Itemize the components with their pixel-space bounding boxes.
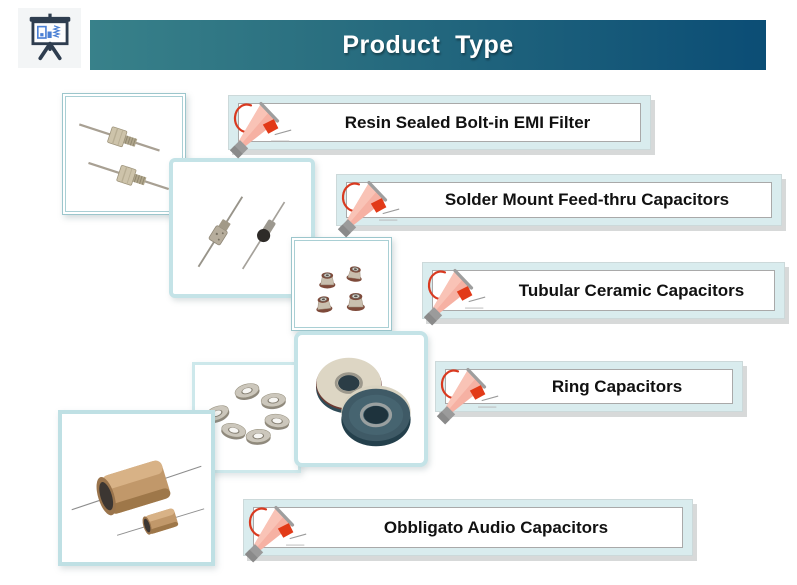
product-photo-box-emi-filter <box>62 93 186 215</box>
product-photo-box-large-rings <box>294 331 428 467</box>
banner-panel: Solder Mount Feed-thru Capacitors <box>346 182 772 218</box>
page-title: Product Type <box>342 30 514 59</box>
obbligato-audio-capacitors-photo <box>71 460 205 536</box>
logo-tile <box>18 8 81 68</box>
banner-label: Solder Mount Feed-thru Capacitors <box>444 190 730 209</box>
banner-resin-sealed-bolt-in-emi-filter: Resin Sealed Bolt-in EMI Filter <box>228 95 651 159</box>
product-photo-box-tubular-ceramic <box>291 237 392 331</box>
banner-panel: Ring Capacitors <box>445 369 733 404</box>
megaphone-icon <box>244 505 307 563</box>
banner-tubular-ceramic-capacitors: Tubular Ceramic Capacitors <box>422 262 785 326</box>
large-ring-capacitors-photo <box>316 357 411 447</box>
banner-label: Ring Capacitors <box>551 376 683 396</box>
banner-label: Obbligato Audio Capacitors <box>383 517 609 537</box>
banner-panel: Resin Sealed Bolt-in EMI Filter <box>238 103 641 142</box>
banner-obbligato-audio-capacitors: Obbligato Audio Capacitors <box>243 499 693 563</box>
banner-panel: Tubular Ceramic Capacitors <box>432 270 775 311</box>
banner-solder-mount-feed-thru-capacitors: Solder Mount Feed-thru Capacitors <box>336 174 782 238</box>
banner-label: Tubular Ceramic Capacitors <box>518 280 745 300</box>
tubular-ceramic-capacitors-photo <box>315 266 365 313</box>
product-photo-box-audio-capacitors <box>58 410 215 566</box>
megaphone-icon <box>436 367 499 425</box>
bolt-in-emi-filters-photo <box>78 123 170 191</box>
presentation-easel-icon <box>29 13 70 61</box>
banner-panel: Obbligato Audio Capacitors <box>253 507 683 548</box>
megaphone-icon <box>423 268 486 326</box>
megaphone-icon <box>337 180 400 238</box>
megaphone-icon <box>229 101 292 159</box>
banner-label: Resin Sealed Bolt-in EMI Filter <box>344 112 591 132</box>
banner-ring-capacitors: Ring Capacitors <box>435 361 743 425</box>
header-bar: Product Type <box>90 20 766 70</box>
solder-mount-feed-thru-capacitors-photo <box>197 196 286 270</box>
product-photo-box-feed-thru <box>169 158 315 298</box>
